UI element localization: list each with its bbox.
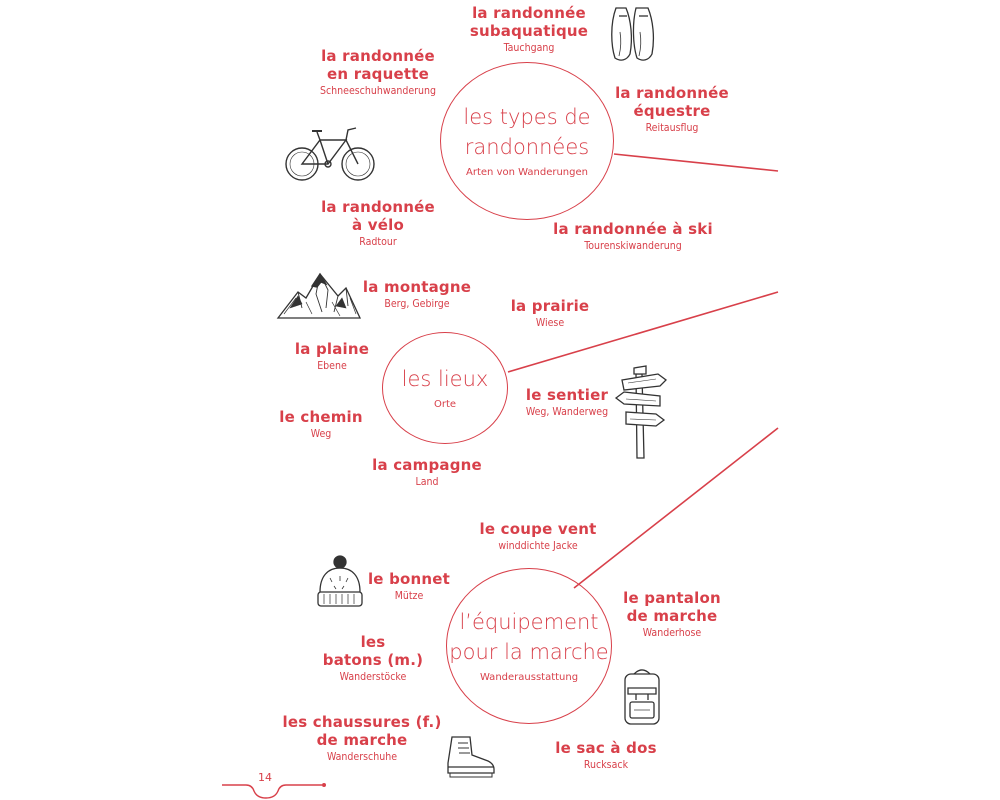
term-hiking-boots: les chaussures (f.) de marche Wanderschu… (282, 713, 442, 763)
hub-title-line: les lieux (401, 367, 489, 391)
term-hiking-poles: les batons (m.) Wanderstöcke (322, 633, 424, 683)
hub-subtitle: Arten von Wanderungen (466, 167, 588, 178)
backpack-icon (624, 669, 660, 725)
term-path: le chemin Weg (279, 408, 363, 440)
term-trail: le sentier Weg, Wanderweg (525, 386, 609, 418)
signpost-icon (614, 365, 667, 459)
hub-title-line: l’équipement (459, 610, 599, 634)
page-number: 14 (258, 771, 272, 784)
hub-subtitle: Wanderausstattung (479, 672, 579, 683)
hub-subtitle: Orte (433, 399, 457, 410)
bicycle-icon (285, 127, 375, 181)
hub-equipment: l’équipement pour la marche Wanderaussta… (446, 568, 612, 724)
hub-places: les lieux Orte (382, 332, 508, 444)
term-countryside: la campagne Land (372, 456, 482, 488)
hub-title-line: randonnées (464, 135, 590, 159)
term-plain: la plaine Ebene (294, 340, 370, 372)
term-horse-ride: la randonnée équestre Reitausflug (615, 84, 729, 134)
hub-types-of-hikes: les types de randonnées Arten von Wander… (440, 62, 614, 220)
connector-places (507, 291, 779, 373)
flippers-icon (611, 7, 655, 61)
hub-title-line: pour la marche (449, 640, 609, 664)
term-underwater-hike: la randonnée subaquatique Tauchgang (469, 4, 589, 54)
boot-icon (447, 736, 495, 778)
connector-types (613, 153, 779, 172)
page-footer-rule (222, 783, 326, 799)
mountain-icon (276, 272, 362, 319)
term-snowshoe-hike: la randonnée en raquette Schneeschuhwand… (319, 47, 437, 97)
term-backpack: le sac à dos Rucksack (555, 739, 657, 771)
term-bike-tour: la randonnée à vélo Radtour (321, 198, 435, 248)
hub-title-line: les types de (463, 105, 591, 129)
connector-gear (573, 427, 779, 589)
term-beanie: le bonnet Mütze (367, 570, 451, 602)
term-windbreaker: le coupe vent winddichte Jacke (479, 520, 597, 552)
term-hiking-trousers: le pantalon de marche Wanderhose (623, 589, 721, 639)
term-meadow: la prairie Wiese (510, 297, 590, 329)
beanie-icon (317, 555, 363, 607)
term-mountain: la montagne Berg, Gebirge (362, 278, 472, 310)
term-ski-tour: la randonnée à ski Tourenskiwanderung (553, 220, 713, 252)
